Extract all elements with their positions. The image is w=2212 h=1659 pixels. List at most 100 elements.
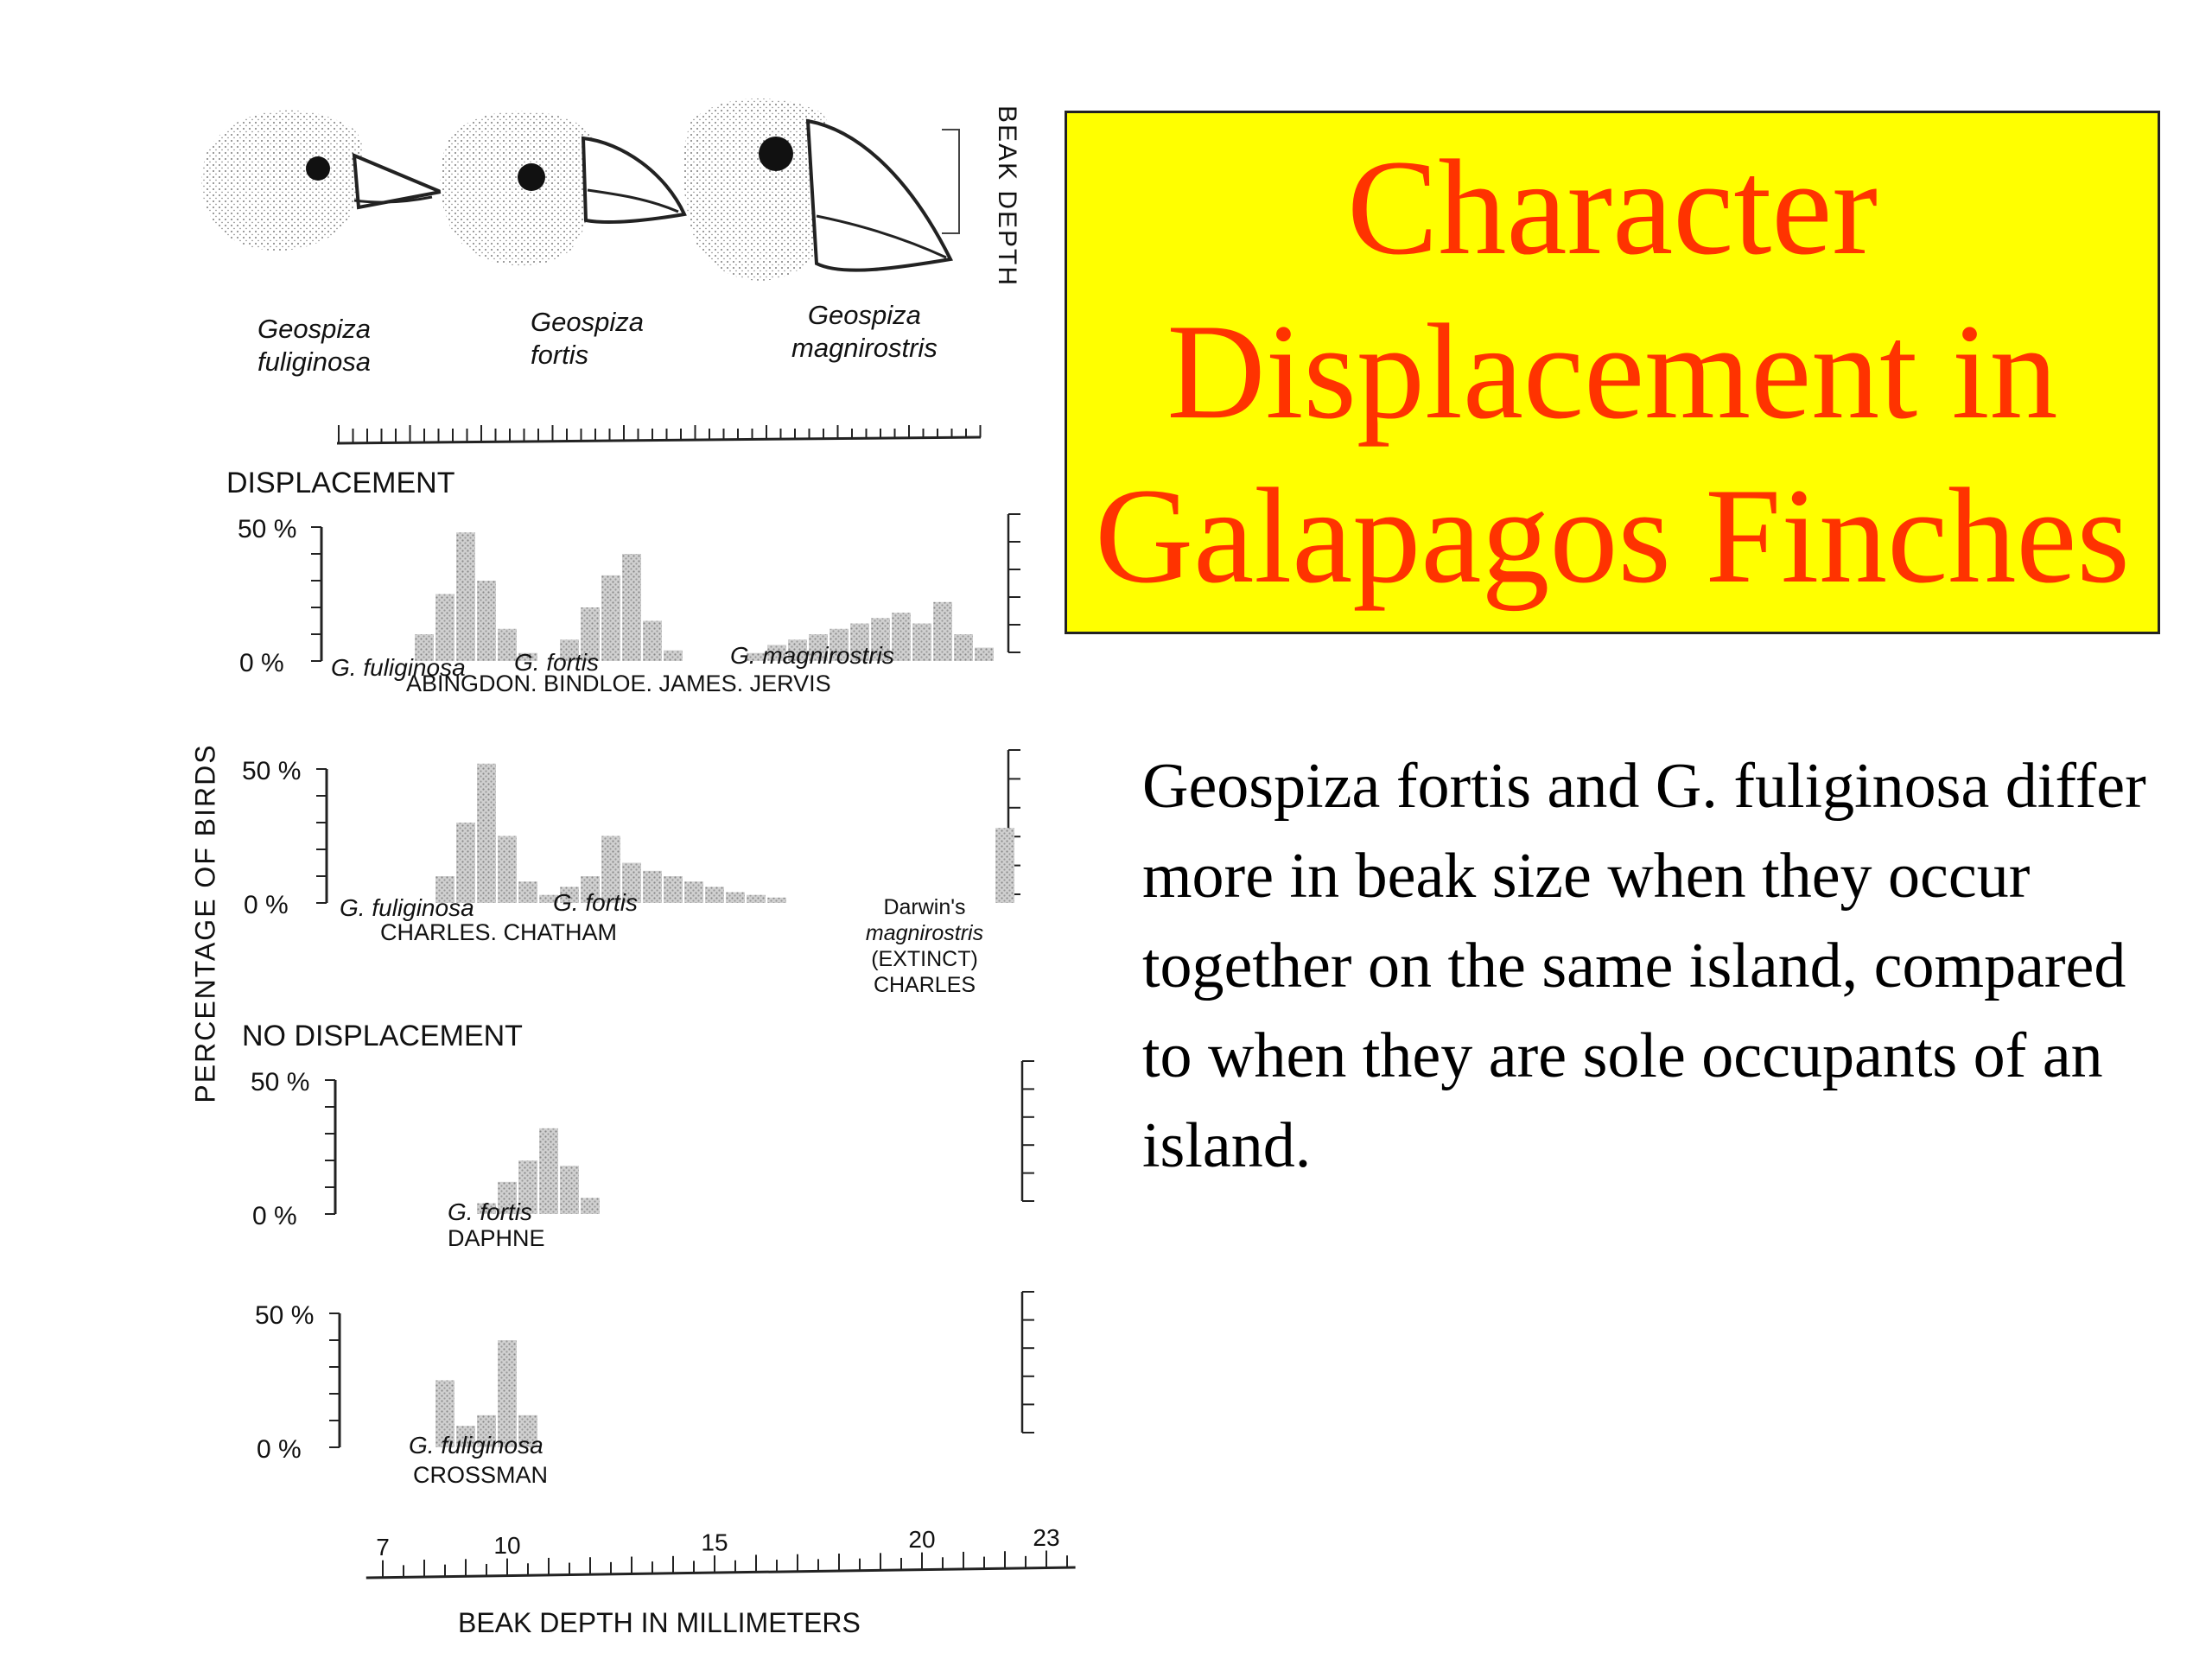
y-tick-label: 50 % — [255, 1301, 314, 1330]
bar — [456, 1426, 475, 1447]
bar — [477, 1203, 496, 1214]
bird-label-fuliginosa: Geospiza fuliginosa — [257, 313, 371, 378]
bar — [809, 634, 828, 661]
x-tick-label: 23 — [1033, 1524, 1059, 1551]
bar — [726, 892, 745, 903]
bar — [498, 836, 517, 903]
bar — [684, 881, 703, 903]
bar — [456, 823, 475, 903]
x-tick-label: 20 — [908, 1526, 935, 1553]
x-tick-label: 10 — [493, 1532, 520, 1559]
bar — [788, 639, 807, 661]
bar — [518, 881, 537, 903]
y-tick-label: 50 % — [242, 757, 301, 785]
bar — [975, 647, 994, 661]
bar — [664, 876, 683, 903]
bar — [435, 876, 454, 903]
top-ruler — [336, 425, 982, 445]
bar — [581, 607, 600, 661]
bar — [995, 828, 1014, 903]
y-tick-label: 0 % — [252, 1202, 297, 1230]
series-label: G. fuliginosa — [331, 654, 466, 681]
beak-depth-label: BEAK DEPTH — [993, 105, 1021, 288]
series-label-line: (EXTINCT) — [871, 947, 978, 971]
y-tick-label: 0 % — [239, 649, 284, 677]
bar — [912, 623, 931, 661]
bar — [518, 1160, 537, 1214]
series-g-fortis — [560, 554, 683, 661]
bar — [477, 581, 496, 661]
series-g-fuliginosa — [415, 532, 537, 661]
bar — [622, 862, 641, 903]
bar — [518, 652, 537, 661]
series-label-line: Darwin's — [883, 895, 965, 919]
slide-description: Geospiza fortis and G. fuliginosa differ… — [1142, 751, 2146, 1181]
bar — [477, 1414, 496, 1447]
x-axis-label: BEAK DEPTH IN MILLIMETERS — [458, 1607, 861, 1638]
y-axis-label: PERCENTAGE OF BIRDS — [189, 743, 221, 1103]
island-label: CHARLES. CHATHAM — [380, 919, 617, 945]
title-box: Character Displacement in Galapagos Finc… — [1065, 111, 2160, 634]
panel-2: 50 % 0 % G. fuliginosa G. fortis Darwin'smag… — [242, 749, 1020, 997]
bird-label-magnirostris: Geospiza magnirostris — [791, 299, 938, 365]
bar — [560, 639, 579, 661]
bird-label-fortis: Geospiza fortis — [531, 306, 644, 372]
series-g-fuliginosa — [435, 1340, 537, 1447]
bar — [601, 836, 620, 903]
bar — [933, 601, 952, 661]
bird-head-fuliginosa — [201, 110, 447, 251]
bird-label-species: fortis — [531, 340, 589, 370]
bird-label-species: fuliginosa — [257, 346, 371, 377]
bar — [767, 897, 786, 903]
bar — [664, 650, 683, 661]
x-axis-line — [365, 1566, 1076, 1580]
series-label-line: magnirostris — [866, 921, 983, 945]
bar — [435, 594, 454, 661]
bar — [560, 887, 579, 903]
bird-label-species: magnirostris — [791, 333, 938, 363]
series-darwin-s-magnirostris-extinct-charles — [995, 828, 1014, 903]
series-label: G. fuliginosa — [340, 894, 474, 921]
bar — [747, 652, 766, 661]
bar — [892, 613, 911, 661]
bird-head-fortis — [440, 111, 687, 266]
bird-head-magnirostris — [683, 98, 954, 281]
series-label: G. fuliginosa — [409, 1432, 543, 1459]
bar — [747, 894, 766, 903]
y-tick-label: 50 % — [251, 1068, 309, 1096]
bar — [643, 620, 662, 661]
series-g-fortis — [539, 836, 786, 903]
bar — [498, 1181, 517, 1214]
section-label-displacement: DISPLACEMENT — [226, 467, 455, 499]
bar — [622, 554, 641, 661]
bar — [539, 1128, 558, 1214]
bar — [581, 1198, 600, 1214]
bar — [871, 618, 890, 661]
bar — [560, 1166, 579, 1214]
bar — [643, 870, 662, 903]
bar — [498, 1340, 517, 1447]
bar — [767, 645, 786, 661]
series-label-line: CHARLES — [874, 973, 976, 997]
bar — [456, 532, 475, 661]
bird-label-genus: Geospiza — [807, 300, 921, 330]
y-tick-label: 0 % — [244, 891, 289, 919]
section-label-no-displacement: NO DISPLACEMENT — [242, 1020, 523, 1052]
island-label: ABINGDON. BINDLOE. JAMES. JERVIS — [406, 671, 831, 696]
series-label: G. fortis — [514, 649, 599, 676]
x-tick-label: 15 — [701, 1529, 728, 1555]
bar — [539, 894, 558, 903]
series-label: G. fortis — [448, 1198, 532, 1225]
series-g-magnirostris — [747, 601, 994, 661]
series-g-fortis — [477, 1128, 600, 1214]
bar — [581, 876, 600, 903]
slide-title: Character Displacement in Galapagos Finc… — [1095, 132, 2130, 612]
island-label: CROSSMAN — [413, 1462, 548, 1488]
series-label: G. fortis — [553, 889, 638, 916]
bar — [601, 575, 620, 661]
